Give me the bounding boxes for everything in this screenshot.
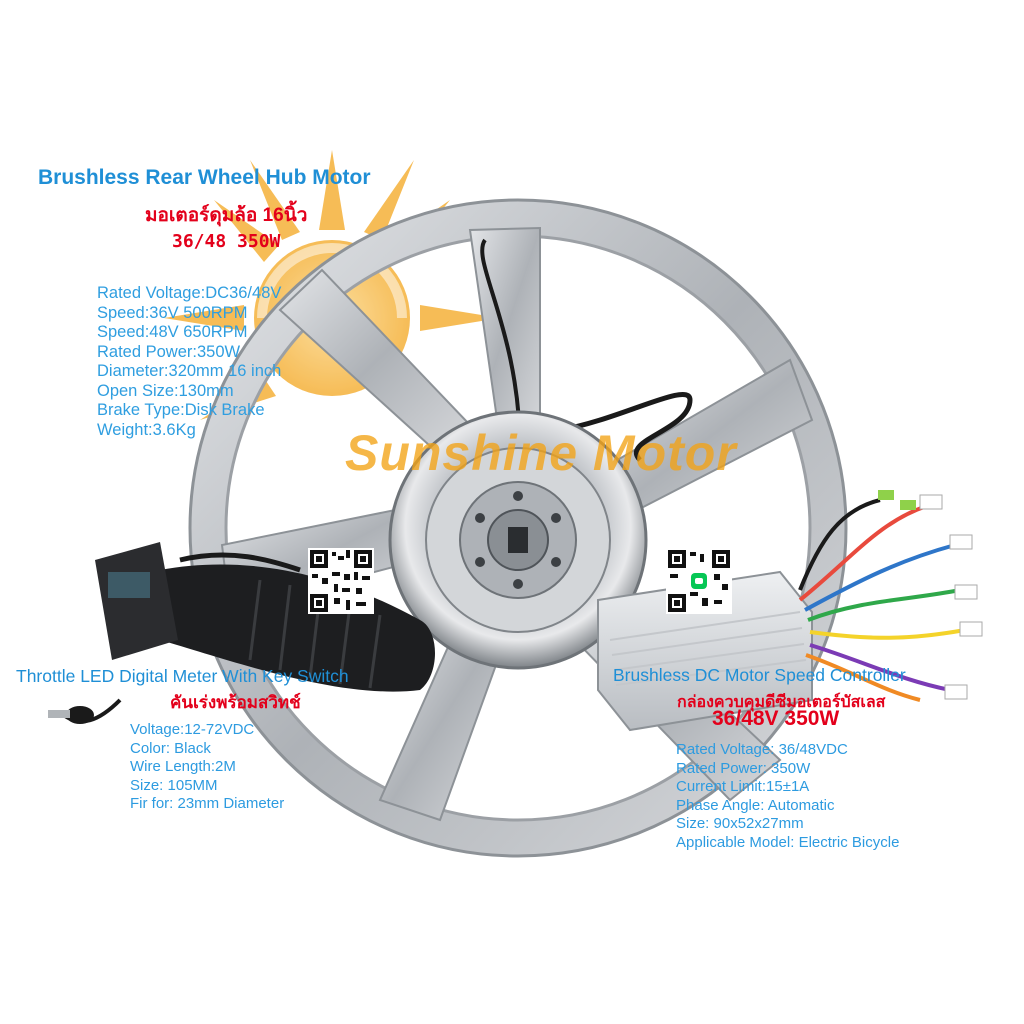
spec-line: Size: 105MM xyxy=(130,776,218,794)
spec-line: Diameter:320mm 16 inch xyxy=(97,362,282,380)
spec-line: Voltage:12-72VDC xyxy=(130,721,255,738)
spec-line: Wire Length:2M xyxy=(130,758,236,775)
spec-line: Rated Voltage:DC36/48V xyxy=(97,284,282,302)
spec-line: Speed:36V 500RPM xyxy=(97,303,248,322)
motor-cable xyxy=(480,238,522,451)
controller-power: 36/48V 350W xyxy=(712,707,840,730)
controller-thai-title: กล่องควบคุมดีซีมอเตอร์บัสเลส xyxy=(677,694,886,711)
throttle-thai-title: คันเร่งพร้อมสวิทช์ xyxy=(170,693,301,712)
hub-motor-power: 36/48 350W xyxy=(172,231,281,252)
hub-motor-spec-list: Rated Voltage:DC36/48V Speed:36V 500RPM … xyxy=(97,284,281,440)
spec-line: Phase Angle: Automatic xyxy=(676,796,835,814)
key-icon xyxy=(48,706,94,724)
spec-line: Rated Voltage: 36/48VDC xyxy=(676,741,848,758)
spec-line: Current Limit:15±1A xyxy=(676,778,810,795)
wheel-rim xyxy=(188,198,848,858)
hub-motor xyxy=(388,410,648,670)
spec-line: Rated Power:350W xyxy=(97,342,241,361)
spec-line: Rated Power: 350W xyxy=(676,759,811,777)
brand-watermark: Sunshine Motor xyxy=(345,425,737,481)
spec-line: Applicable Model: Electric Bicycle xyxy=(676,833,900,851)
controller-box xyxy=(597,490,983,732)
throttle-spec-list: Voltage:12-72VDC Color: Black Wire Lengt… xyxy=(130,721,284,814)
qr-code-icon xyxy=(308,548,374,614)
qr-code-icon xyxy=(666,548,732,614)
spec-line: Weight:3.6Kg xyxy=(97,420,196,439)
throttle-title: Throttle LED Digital Meter With Key Swit… xyxy=(16,666,349,686)
hub-motor-title: Brushless Rear Wheel Hub Motor xyxy=(38,166,371,189)
controller-spec-list: Rated Voltage: 36/48VDC Rated Power: 350… xyxy=(676,741,899,852)
controller-title: Brushless DC Motor Speed Controller xyxy=(613,665,906,685)
hub-motor-thai-title: มอเตอร์ดุมล้อ 16นิ้ว xyxy=(145,205,308,226)
led-display xyxy=(108,572,150,598)
spec-line: Size: 90x52x27mm xyxy=(676,815,804,832)
spec-line: Open Size:130mm xyxy=(97,381,234,400)
spec-line: Color: Black xyxy=(130,739,211,757)
spec-line: Fir for: 23mm Diameter xyxy=(130,795,285,812)
spec-line: Brake Type:Disk Brake xyxy=(97,401,265,419)
spec-line: Speed:48V 650RPM xyxy=(97,323,248,341)
